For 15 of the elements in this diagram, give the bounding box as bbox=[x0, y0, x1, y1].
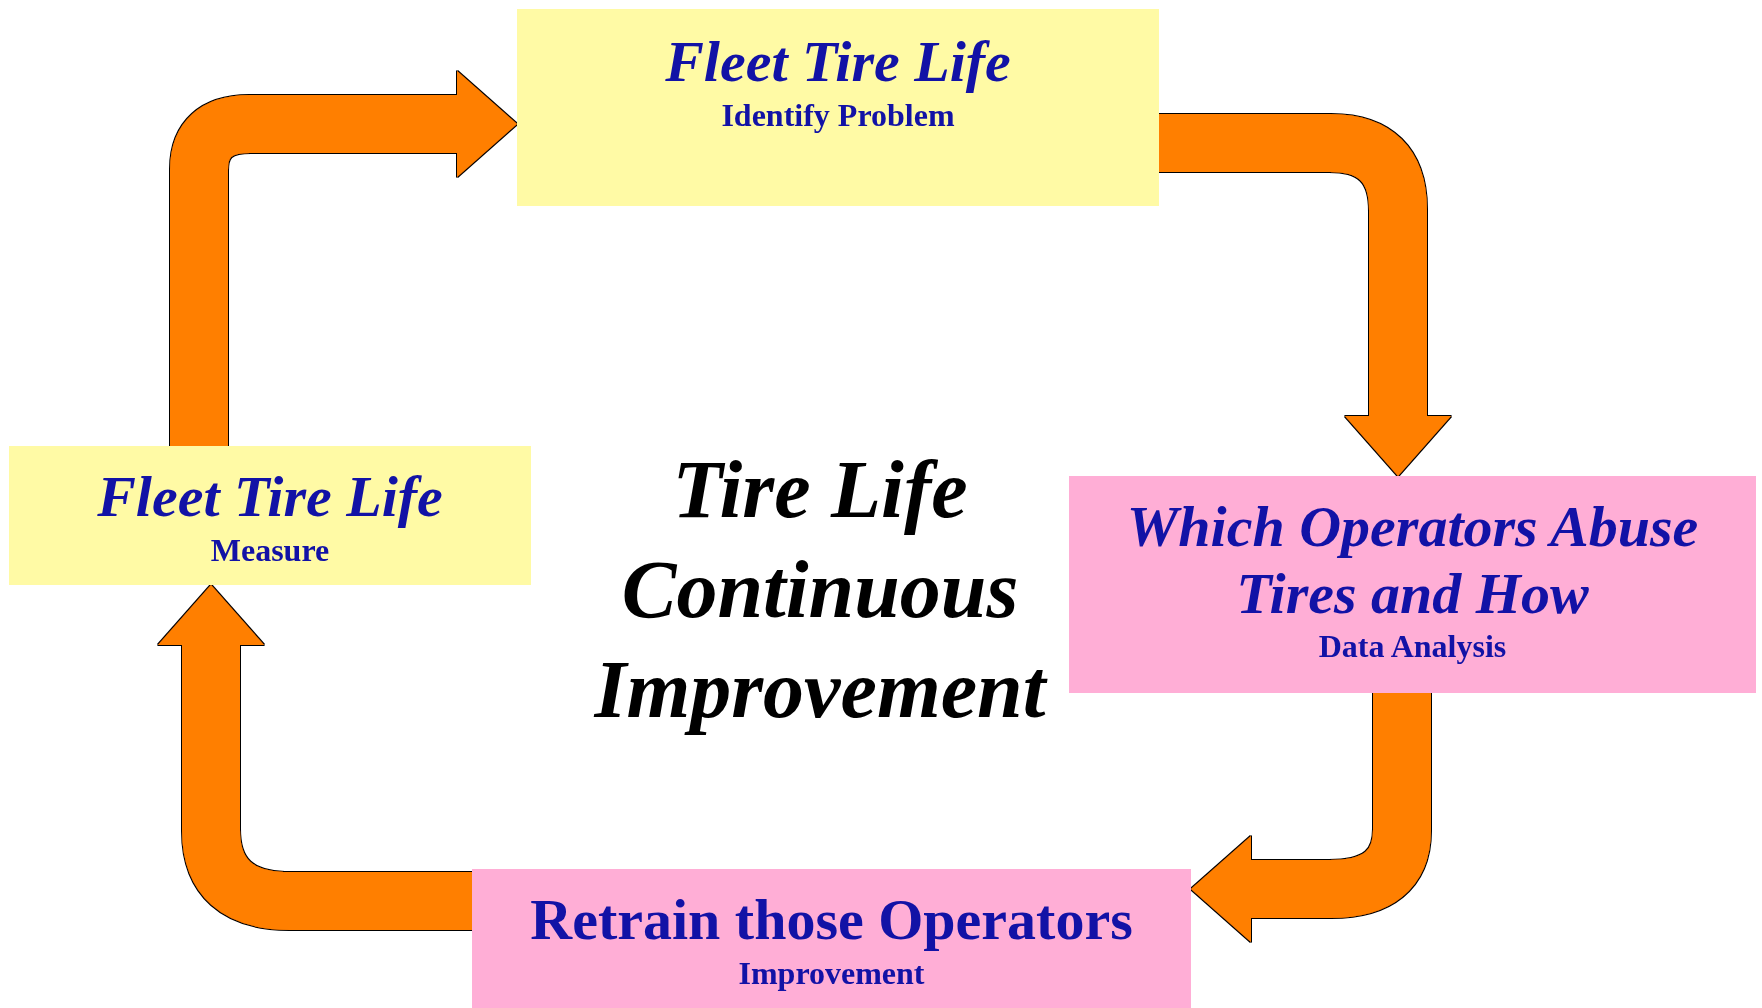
box-subtitle: Measure bbox=[210, 530, 330, 570]
box-heading: Fleet Tire Life bbox=[665, 29, 1011, 96]
box-subtitle: Improvement bbox=[738, 953, 925, 993]
process-box bbox=[1069, 476, 1756, 693]
curved-block-arrow bbox=[158, 585, 472, 930]
box-heading: Which Operators Abuse Tires and How bbox=[1125, 494, 1700, 628]
diagram-title: Tire Life Continuous Improvement bbox=[592, 443, 1049, 737]
box-heading: Retrain those Operators bbox=[530, 887, 1133, 954]
box-subtitle: Data Analysis bbox=[1318, 627, 1507, 666]
process-box bbox=[472, 869, 1191, 1008]
process-box bbox=[517, 9, 1159, 206]
curved-block-arrow bbox=[170, 71, 517, 446]
process-box bbox=[9, 446, 531, 585]
box-subtitle: Identify Problem bbox=[721, 95, 955, 135]
box-heading: Fleet Tire Life bbox=[97, 464, 443, 531]
